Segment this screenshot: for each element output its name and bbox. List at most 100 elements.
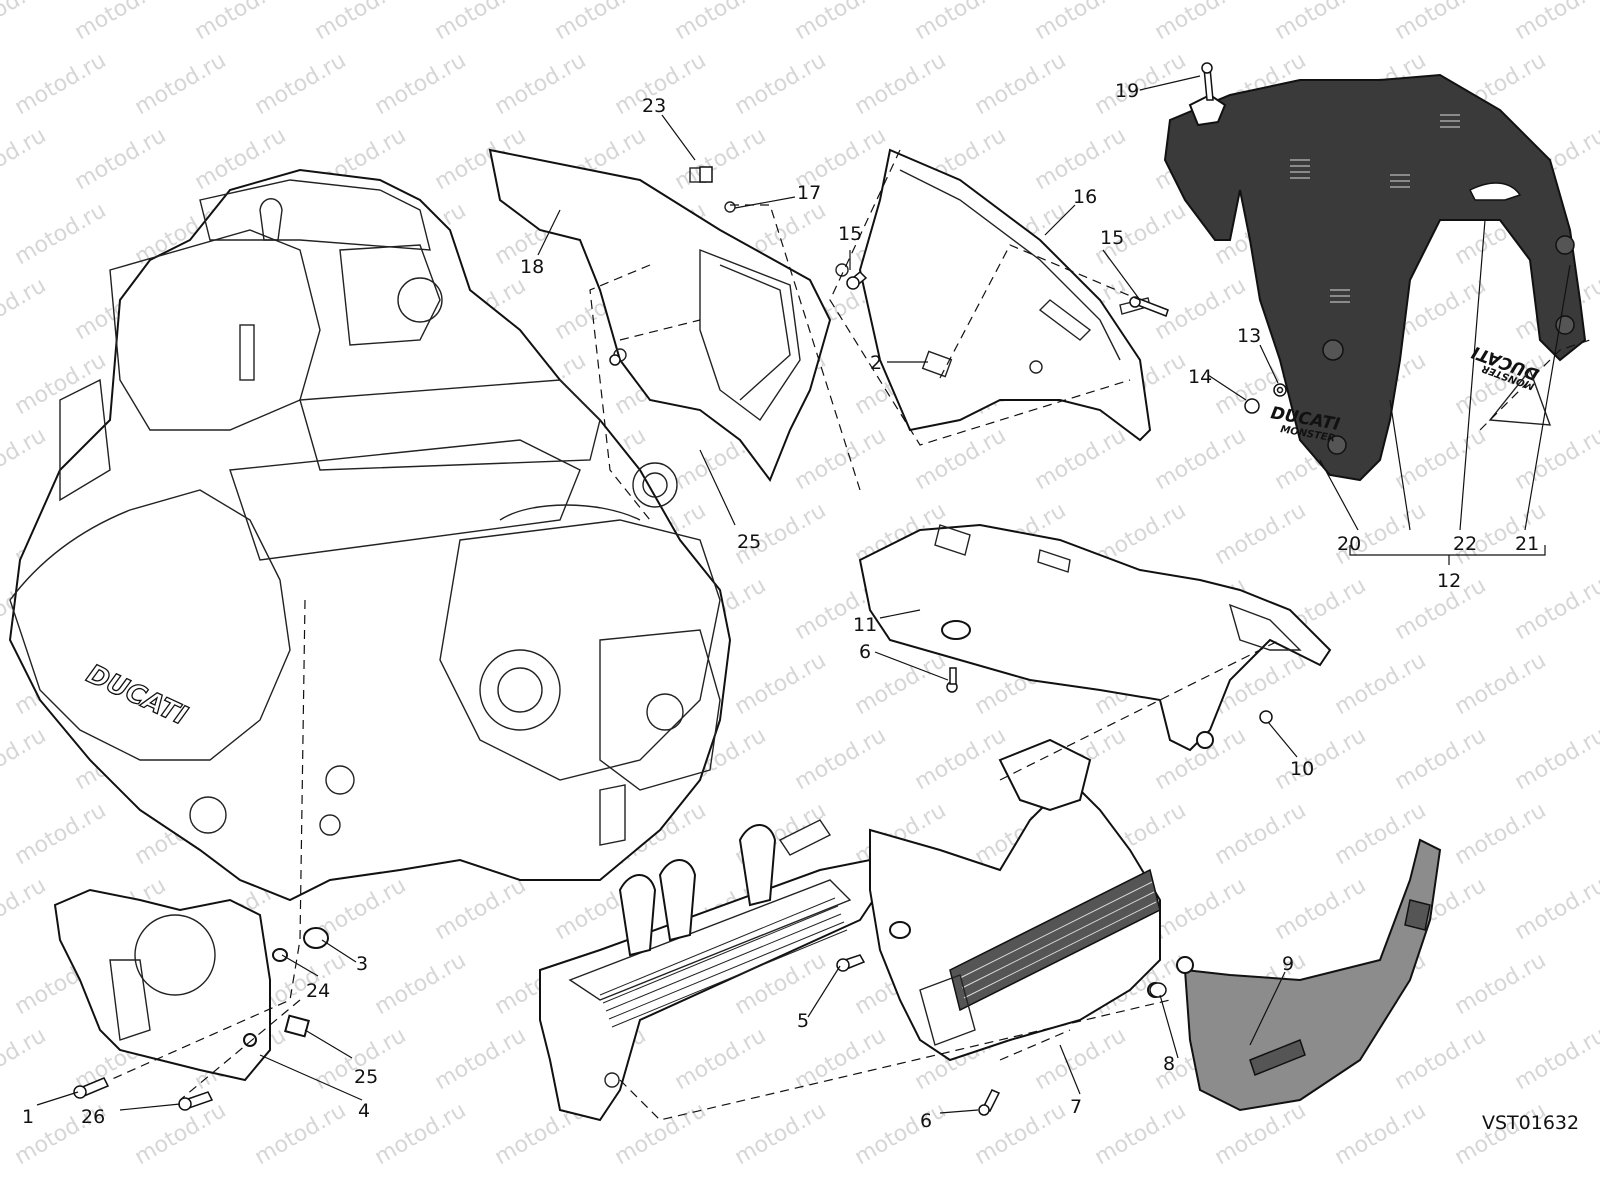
watermark-text: motod.ru xyxy=(1271,723,1371,795)
callout-11: 11 xyxy=(853,614,877,636)
watermark-text: motod.ru xyxy=(491,48,591,120)
frame-cover-11 xyxy=(858,523,1332,752)
watermark-text: motod.ru xyxy=(1331,1098,1431,1170)
watermark-text: motod.ru xyxy=(1091,48,1191,120)
watermark-text: motod.ru xyxy=(1211,1098,1311,1170)
engine-assembly: DUCATI xyxy=(8,168,732,902)
callout-19: 19 xyxy=(1115,80,1139,102)
tank-cover-12: DUCATI MONSTER DUCATI MONSTER xyxy=(1163,73,1587,482)
watermark-text: motod.ru xyxy=(911,0,1011,45)
watermark-text: motod.ru xyxy=(0,423,50,495)
watermark-text: motod.ru xyxy=(611,1098,711,1170)
watermark-text: motod.ru xyxy=(431,0,531,45)
watermark-text: motod.ru xyxy=(1451,1098,1551,1170)
callout-17: 17 xyxy=(797,182,821,204)
leader-lines xyxy=(36,75,1571,1114)
callout-4: 4 xyxy=(358,1100,370,1122)
callout-24: 24 xyxy=(306,980,330,1002)
assembly-lines xyxy=(109,149,1591,1121)
watermark-text: motod.ru xyxy=(251,48,351,120)
callout-15-b: 15 xyxy=(1100,227,1124,249)
callout-6: 6 xyxy=(859,641,871,663)
watermark-text: motod.ru xyxy=(731,648,831,720)
watermark-text: motod.ru xyxy=(1151,873,1251,945)
watermark-text: motod.ru xyxy=(851,48,951,120)
watermark-text: motod.ru xyxy=(191,0,291,45)
watermark-text: motod.ru xyxy=(791,0,891,45)
watermark-text: motod.ru xyxy=(1151,423,1251,495)
callout-18: 18 xyxy=(520,256,544,278)
callout-3: 3 xyxy=(356,953,368,975)
watermark-text: motod.ru xyxy=(371,948,471,1020)
watermark-text: motod.ru xyxy=(1211,798,1311,870)
watermark-text: motod.ru xyxy=(251,1098,351,1170)
watermark-text: motod.ru xyxy=(1391,423,1491,495)
watermark-text: motod.ru xyxy=(0,723,50,795)
watermark-text: motod.ru xyxy=(1511,0,1600,45)
watermark-text: motod.ru xyxy=(311,0,411,45)
watermark-text: motod.ru xyxy=(1391,0,1491,45)
callout-26: 26 xyxy=(81,1106,105,1128)
watermark-text: motod.ru xyxy=(1271,0,1371,45)
watermark-text: motod.ru xyxy=(1211,498,1311,570)
watermark-text: motod.ru xyxy=(11,198,111,270)
watermark-text: motod.ru xyxy=(0,0,50,45)
callout-12: 12 xyxy=(1437,570,1461,592)
watermark-text: motod.ru xyxy=(731,1098,831,1170)
callout-6-b: 6 xyxy=(920,1110,932,1132)
watermark-text: motod.ru xyxy=(0,123,50,195)
callout-numbers: 23 17 18 15 16 15 2 25 19 13 14 20 22 21… xyxy=(22,80,1539,1132)
watermark-text: motod.ru xyxy=(731,48,831,120)
watermark-text: motod.ru xyxy=(791,723,891,795)
watermark-text: motod.ru xyxy=(1451,948,1551,1020)
watermark-text: motod.ru xyxy=(1031,1023,1131,1095)
watermark-text: motod.ru xyxy=(1031,123,1131,195)
callout-22: 22 xyxy=(1453,533,1477,555)
watermark-text: motod.ru xyxy=(371,48,471,120)
callout-16: 16 xyxy=(1073,186,1097,208)
callout-1: 1 xyxy=(22,1106,34,1128)
watermark-text: motod.ru xyxy=(1451,648,1551,720)
watermark-text: motod.ru xyxy=(1511,1023,1600,1095)
watermark-text: motod.ru xyxy=(851,1098,951,1170)
watermark-text: motod.ru xyxy=(671,0,771,45)
watermark-text: motod.ru xyxy=(551,0,651,45)
watermark-text: motod.ru xyxy=(1031,423,1131,495)
callout-8: 8 xyxy=(1163,1053,1175,1075)
watermark-text: motod.ru xyxy=(131,48,231,120)
watermark-text: motod.ru xyxy=(0,1023,50,1095)
watermark-text: motod.ru xyxy=(431,873,531,945)
callout-15: 15 xyxy=(838,223,862,245)
lower-cover-7 xyxy=(869,738,1161,1062)
watermark-text: motod.ru xyxy=(1451,798,1551,870)
belt-cover-18 xyxy=(488,148,849,483)
watermark-text: motod.ru xyxy=(1511,723,1600,795)
watermark-text: motod.ru xyxy=(11,798,111,870)
watermark-text: motod.ru xyxy=(671,123,771,195)
watermark-text: motod.ru xyxy=(911,723,1011,795)
callout-5: 5 xyxy=(797,1010,809,1032)
callout-14: 14 xyxy=(1188,366,1212,388)
watermark-text: motod.ru xyxy=(71,0,171,45)
watermark-text: motod.ru xyxy=(791,423,891,495)
watermark-text: motod.ru xyxy=(1391,1023,1491,1095)
hardware xyxy=(73,62,1287,1116)
watermark-text: motod.ru xyxy=(0,273,50,345)
callout-2: 2 xyxy=(870,352,882,374)
callout-13: 13 xyxy=(1237,325,1261,347)
callout-7: 7 xyxy=(1070,1096,1082,1118)
watermark-text: motod.ru xyxy=(1511,573,1600,645)
watermark-text: motod.ru xyxy=(1511,873,1600,945)
drawing-code: VST01632 xyxy=(1482,1112,1579,1134)
watermark-text: motod.ru xyxy=(11,48,111,120)
watermark-text: motod.ru xyxy=(1091,1098,1191,1170)
watermark-text: motod.ru xyxy=(971,48,1071,120)
watermark-text: motod.ru xyxy=(431,1023,531,1095)
watermark-text: motod.ru xyxy=(71,123,171,195)
callout-25-b: 25 xyxy=(354,1066,378,1088)
callout-10: 10 xyxy=(1290,758,1314,780)
watermark-text: motod.ru xyxy=(0,873,50,945)
watermark-text: motod.ru xyxy=(671,1023,771,1095)
guard-9 xyxy=(1147,838,1442,1112)
